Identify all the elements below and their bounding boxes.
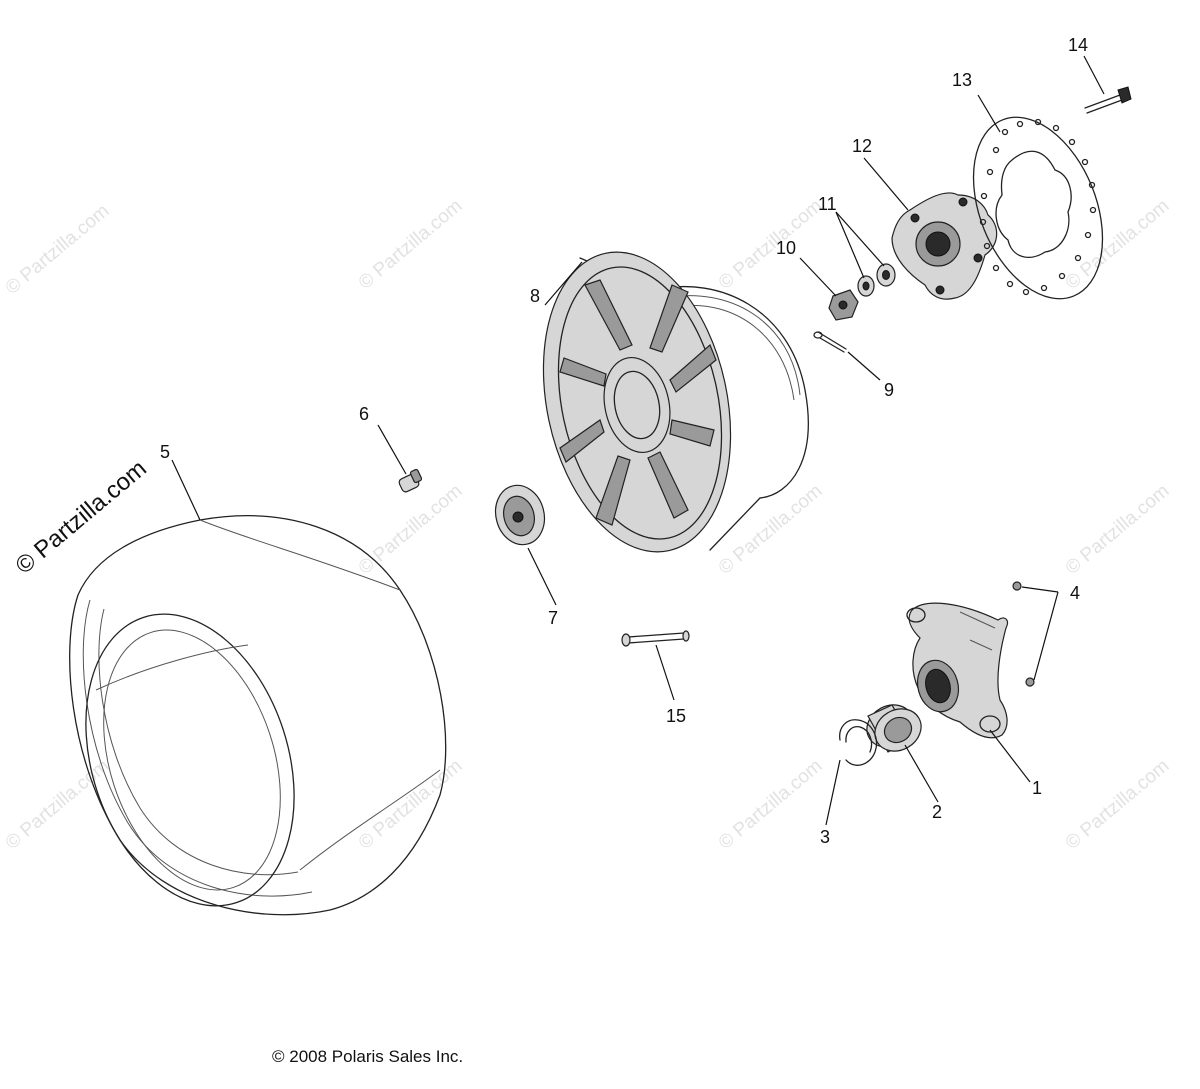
- disc-holes: [979, 118, 1097, 296]
- watermark: © Partzilla.com: [355, 755, 467, 853]
- center-cap-part: [494, 484, 546, 546]
- callout-14: 14: [1068, 35, 1088, 55]
- callout-5: 5: [160, 442, 170, 462]
- cotter-pin-part: [813, 331, 847, 353]
- callout-8: 8: [530, 286, 540, 306]
- watermark: © Partzilla.com: [2, 200, 114, 298]
- callout-7: 7: [548, 608, 558, 628]
- washers-part: [857, 263, 896, 297]
- callout-3: 3: [820, 827, 830, 847]
- wheel-rim-part: [542, 251, 809, 553]
- callout-labels: 1 2 3 4 5 6 7 8 9 10 11 12 13 14 15: [160, 35, 1088, 847]
- callout-4: 4: [1070, 583, 1080, 603]
- callout-12: 12: [852, 136, 872, 156]
- watermark: © Partzilla.com: [1062, 195, 1174, 293]
- callout-11: 11: [818, 194, 837, 214]
- bearing-part: [866, 704, 922, 753]
- snap-ring-part: [839, 719, 878, 766]
- hub-part: [891, 192, 998, 300]
- watermark-prominent: © Partzilla.com: [11, 455, 152, 580]
- callout-2: 2: [932, 802, 942, 822]
- callout-1: 1: [1032, 778, 1042, 798]
- valve-stem-part: [398, 468, 423, 493]
- bearing-carrier-part: [906, 602, 1009, 739]
- watermark: © Partzilla.com: [1062, 755, 1174, 853]
- castle-nut-part: [828, 289, 859, 321]
- watermark: © Partzilla.com: [715, 755, 827, 853]
- bolt-part: [1084, 86, 1132, 114]
- copyright-notice: © 2008 Polaris Sales Inc.: [272, 1047, 463, 1066]
- watermark: © Partzilla.com: [355, 480, 467, 578]
- leader-lines: [171, 55, 1105, 826]
- callout-15: 15: [666, 706, 686, 726]
- callout-6: 6: [359, 404, 369, 424]
- pin-part: [621, 630, 690, 647]
- callout-10: 10: [776, 238, 796, 258]
- watermark: © Partzilla.com: [355, 195, 467, 293]
- grease-fittings-part: [1012, 581, 1035, 687]
- rim-spokes: [559, 279, 717, 526]
- tire-part: [69, 515, 447, 916]
- brake-disc-part: [972, 116, 1104, 300]
- watermark: © Partzilla.com: [2, 755, 114, 853]
- callout-13: 13: [952, 70, 972, 90]
- watermark: © Partzilla.com: [1062, 480, 1174, 578]
- callout-9: 9: [884, 380, 894, 400]
- watermark: © Partzilla.com: [715, 195, 827, 293]
